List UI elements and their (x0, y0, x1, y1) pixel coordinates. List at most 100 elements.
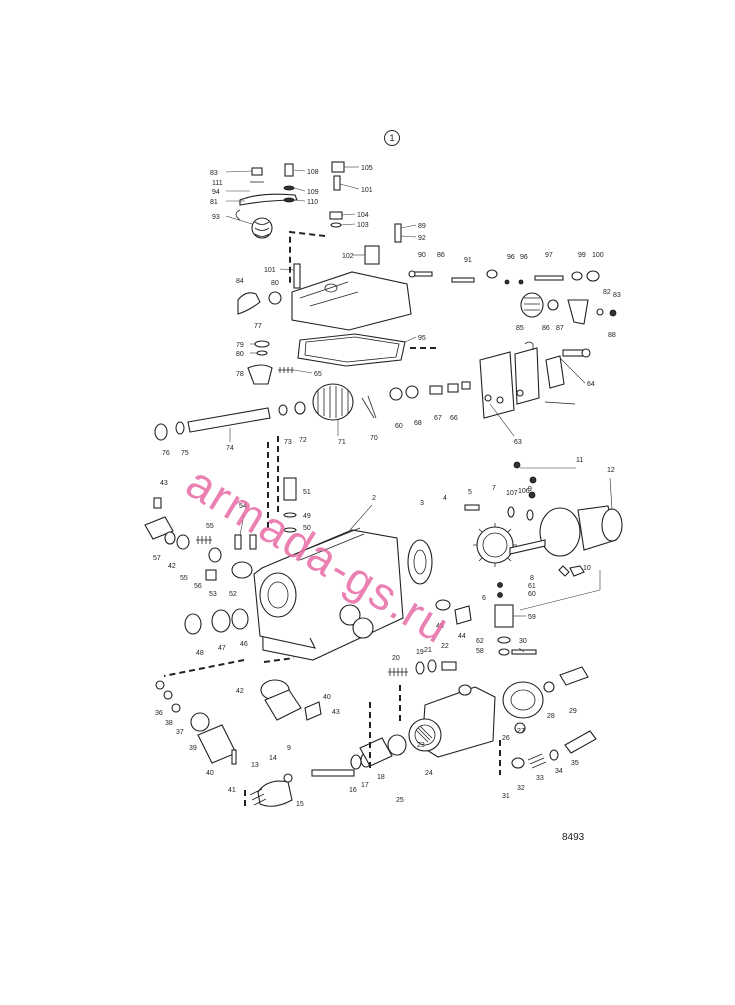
callout-label: 93 (212, 214, 220, 221)
part-84-lever (237, 292, 261, 315)
callout-label: 7 (492, 485, 496, 492)
callout-label: 96 (507, 254, 515, 261)
part-78-flyweight (247, 364, 273, 385)
part-51-valve (283, 477, 297, 501)
part-85-spring (520, 292, 544, 318)
callout-leader-line (518, 647, 525, 653)
callout-label: 38 (165, 720, 173, 727)
callout-label: 92 (418, 235, 426, 242)
part-77-cover (291, 271, 412, 331)
callout-label: 79 (236, 342, 244, 349)
callout-label: 63 (514, 439, 522, 446)
part-15-shaft (311, 769, 355, 777)
callout-label: 19 (416, 649, 424, 656)
callout-label: 108 (307, 169, 319, 176)
callout-leader-line (279, 268, 295, 271)
callout-label: 11 (576, 457, 583, 464)
part-63-bracket (479, 351, 515, 419)
callout-label: 101 (264, 267, 276, 274)
callout-label: 50 (303, 525, 311, 532)
callout-label: 17 (361, 782, 369, 789)
lower-assembly-group (155, 649, 597, 807)
callout-label: 55 (180, 575, 188, 582)
callout-label: 62 (476, 638, 484, 645)
callout-label: 105 (361, 165, 373, 172)
callout-label: 67 (434, 415, 442, 422)
callout-leader-line (349, 504, 373, 531)
callout-label: 107 (506, 490, 518, 497)
callout-label: 100 (592, 252, 604, 259)
callout-label: 40 (206, 770, 214, 777)
callout-label: 34 (555, 768, 563, 775)
callout-label: 111 (212, 180, 223, 187)
part-12-hub (539, 507, 581, 557)
part-74-shaft (187, 407, 271, 433)
callout-label: 20 (392, 655, 400, 662)
callout-leader-line (339, 183, 360, 190)
callout-label: 83 (613, 292, 621, 299)
callout-leader-line (609, 477, 613, 511)
callout-label: 18 (377, 774, 385, 781)
callout-label: 88 (608, 332, 616, 339)
callout-label: 22 (441, 643, 449, 650)
callout-label: 72 (299, 437, 307, 444)
callout-label: 47 (218, 645, 226, 652)
callout-label: 21 (424, 647, 432, 654)
callout-label: 80 (236, 351, 244, 358)
callout-label: 99 (578, 252, 586, 259)
callout-label: 39 (189, 745, 197, 752)
callout-label: 78 (236, 371, 244, 378)
callout-label: 102 (342, 253, 354, 260)
callout-label: 28 (547, 713, 555, 720)
part-14-flange (257, 780, 293, 807)
callout-label: 104 (357, 212, 369, 219)
callout-label: 68 (414, 420, 422, 427)
callout-label: 24 (425, 770, 433, 777)
callout-label: 64 (587, 381, 595, 388)
callout-label: 25 (396, 797, 404, 804)
callout-label: 56 (194, 583, 202, 590)
callout-label: 65 (314, 371, 322, 378)
governor-cover-group (235, 161, 617, 385)
callout-label: 5 (468, 489, 472, 496)
callout-label: 58 (476, 648, 484, 655)
callout-label: 9 (528, 486, 532, 493)
part-48-seal (184, 613, 202, 635)
callout-label: 31 (502, 793, 510, 800)
callout-label: 90 (418, 252, 426, 259)
callout-label: 86 (542, 325, 550, 332)
callout-label: 41 (228, 787, 236, 794)
callout-leader-line (293, 169, 306, 172)
callout-label: 106 (518, 488, 530, 495)
callout-label: 54 (239, 503, 247, 510)
callout-label: 43 (160, 480, 168, 487)
callout-label: 2 (372, 495, 376, 502)
callout-label: 44 (458, 633, 466, 640)
part-26-cover (502, 681, 544, 719)
part-105-cap (331, 161, 345, 173)
part-88-lever (567, 299, 589, 325)
figure-number: 1 (384, 130, 400, 146)
callout-label: 74 (226, 445, 234, 452)
callout-label: 80 (271, 280, 279, 287)
callout-label: 70 (370, 435, 378, 442)
callout-leader-line (293, 369, 313, 374)
part-83 (251, 167, 263, 176)
callout-label: 57 (153, 555, 161, 562)
callout-label: 8 (530, 575, 534, 582)
callout-leader-line (293, 187, 306, 192)
callout-label: 6 (482, 595, 486, 602)
callout-label: 91 (464, 257, 472, 264)
callout-label: 82 (603, 289, 611, 296)
callout-label: 84 (236, 278, 244, 285)
callout-label: 37 (176, 729, 184, 736)
drawing-number: 8493 (562, 832, 585, 843)
housing-bore (259, 572, 297, 618)
callout-label: 110 (307, 199, 318, 206)
callout-label: 43 (332, 709, 340, 716)
callout-label: 73 (284, 439, 292, 446)
callout-label: 12 (607, 467, 615, 474)
callout-label: 49 (303, 513, 311, 520)
